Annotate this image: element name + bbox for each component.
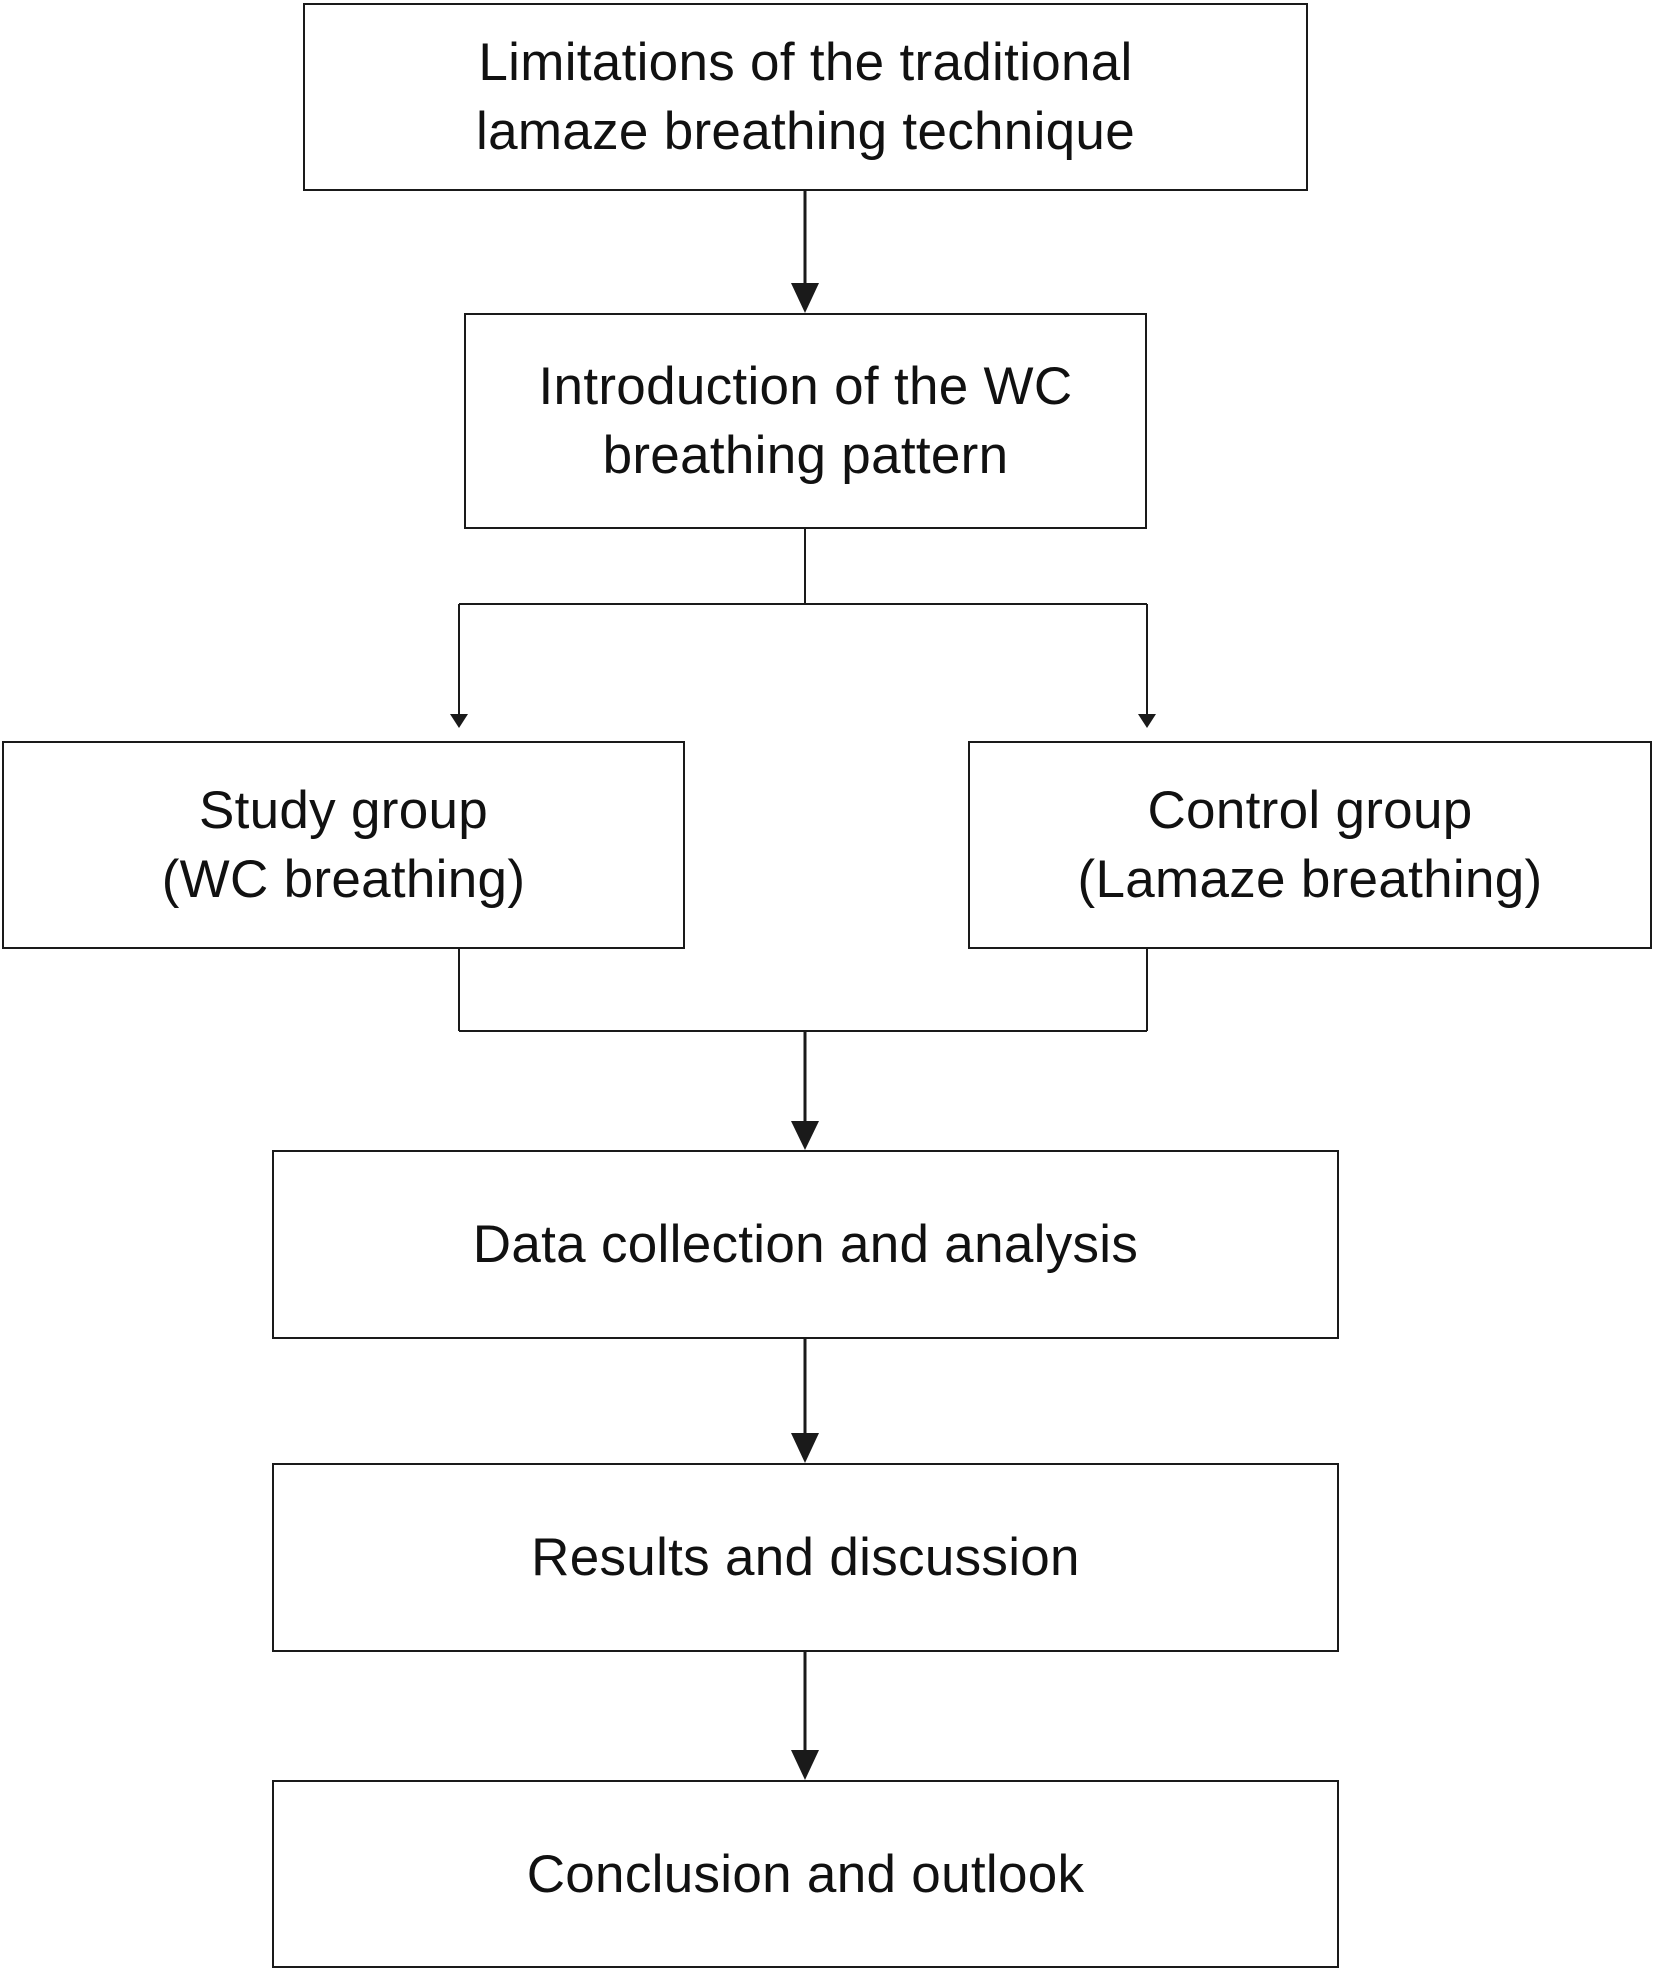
node-introduction-line-1: Introduction of the WC xyxy=(538,357,1073,416)
arrowhead-study-group xyxy=(450,714,468,728)
arrowhead-introduction xyxy=(791,283,819,313)
node-data-collection-line-1: Data collection and analysis xyxy=(472,1215,1139,1274)
node-data-collection: Data collection and analysis xyxy=(272,1150,1339,1339)
node-results: Results and discussion xyxy=(272,1463,1339,1652)
node-control-group-line-2: (Lamaze breathing) xyxy=(1077,850,1543,909)
node-limitations-line-2: lamaze breathing technique xyxy=(476,102,1135,161)
node-study-group-line-2: (WC breathing) xyxy=(161,850,526,909)
arrowhead-data xyxy=(791,1121,819,1150)
arrowhead-results xyxy=(791,1433,819,1463)
node-results-line-1: Results and discussion xyxy=(531,1528,1080,1587)
node-control-group-line-1: Control group xyxy=(1147,781,1473,840)
node-study-group-line-1: Study group xyxy=(198,781,489,840)
node-conclusion-line-1: Conclusion and outlook xyxy=(526,1844,1085,1904)
node-conclusion: Conclusion and outlook xyxy=(272,1780,1339,1968)
node-introduction-line-2: breathing pattern xyxy=(602,426,1009,485)
arrowhead-control-group xyxy=(1138,714,1156,728)
node-limitations-line-1: Limitations of the traditional xyxy=(478,33,1133,92)
node-control-group: Control group (Lamaze breathing) xyxy=(968,741,1652,949)
node-limitations: Limitations of the traditional lamaze br… xyxy=(303,3,1308,191)
arrowhead-conclusion xyxy=(791,1750,819,1780)
node-study-group: Study group (WC breathing) xyxy=(2,741,685,949)
node-introduction: Introduction of the WC breathing pattern xyxy=(464,313,1147,529)
